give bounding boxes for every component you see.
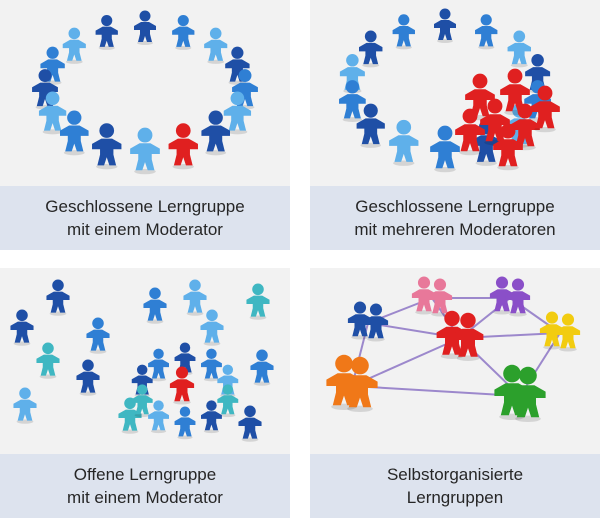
member-figure: [134, 11, 156, 46]
member-figure: [359, 31, 382, 68]
member-figure: [60, 111, 89, 156]
member-figure: [143, 288, 166, 324]
member-figure: [238, 406, 261, 442]
scene-open-group: [0, 268, 290, 454]
member-figure: [389, 120, 418, 166]
caption-line-2: mit mehreren Moderatoren: [354, 218, 555, 241]
member-figure: [183, 280, 206, 316]
member-figure: [201, 349, 222, 382]
member-figure: [96, 15, 118, 50]
panel-self-organized: Selbstorganisierte Lerngruppen: [310, 268, 600, 518]
member-figure: [204, 28, 227, 64]
caption-line-2: Lerngruppen: [407, 486, 503, 509]
caption: Geschlossene Lerngruppe mit einem Modera…: [0, 186, 290, 250]
caption-line-2: mit einem Moderator: [67, 486, 223, 509]
member-figure: [130, 128, 160, 175]
member-figure: [92, 123, 121, 169]
member-figure: [76, 360, 99, 396]
panel-open-one-moderator: Offene Lerngruppe mit einem Moderator: [0, 268, 290, 518]
member-figure: [246, 284, 269, 320]
caption: Offene Lerngruppe mit einem Moderator: [0, 454, 290, 518]
member-figure: [357, 104, 385, 148]
member-figure: [393, 14, 415, 49]
member-figure: [434, 9, 456, 44]
member-figure: [475, 14, 497, 49]
member-figure: [508, 31, 531, 68]
panel-closed-multiple-moderators: Geschlossene Lerngruppe mit mehreren Mod…: [310, 0, 600, 250]
member-figure: [148, 349, 169, 382]
member-figure: [201, 400, 222, 433]
caption: Geschlossene Lerngruppe mit mehreren Mod…: [310, 186, 600, 250]
member-figure: [36, 343, 59, 379]
member-figure: [172, 15, 194, 50]
member-figure: [200, 310, 223, 346]
member-figure: [10, 310, 33, 346]
caption-line-1: Selbstorganisierte: [387, 463, 523, 486]
caption-line-2: mit einem Moderator: [67, 218, 223, 241]
scene-closed-ring-multiple-moderators: [310, 0, 600, 186]
member-figure: [201, 111, 230, 156]
member-figure: [13, 388, 36, 424]
moderator-figure: [169, 123, 198, 169]
member-figure: [175, 406, 196, 439]
member-figure: [148, 400, 169, 433]
member-figure: [63, 28, 86, 64]
member-figure: [46, 280, 69, 316]
member-figure: [250, 350, 273, 386]
figure-ring-multiple-moderators: [310, 0, 600, 186]
figure-open-group: [0, 268, 290, 454]
scene-self-organized-network: [310, 268, 600, 454]
panel-closed-one-moderator: Geschlossene Lerngruppe mit einem Modera…: [0, 0, 290, 250]
member-figure: [217, 384, 238, 417]
scene-closed-ring-one-moderator: [0, 0, 290, 186]
figure-network: [310, 268, 600, 454]
member-figure: [339, 80, 366, 122]
caption-line-1: Geschlossene Lerngruppe: [355, 195, 554, 218]
figure-ring-one-moderator: [0, 0, 290, 186]
member-figure: [86, 318, 109, 354]
caption-line-1: Geschlossene Lerngruppe: [45, 195, 244, 218]
caption-line-1: Offene Lerngruppe: [74, 463, 216, 486]
caption: Selbstorganisierte Lerngruppen: [310, 454, 600, 518]
